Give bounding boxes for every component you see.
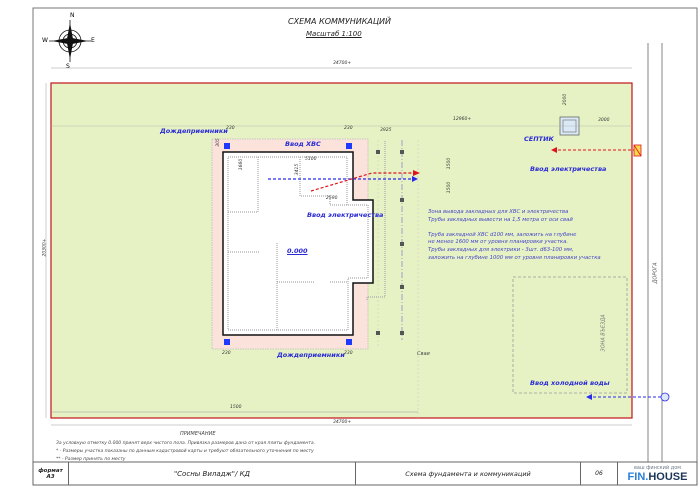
- dim-1500: 1500: [447, 157, 453, 170]
- dim-230: 230: [344, 351, 353, 356]
- label-rain-drains-top: Дождеприемники: [160, 127, 228, 135]
- compass-s: S: [66, 63, 70, 70]
- pipe-notes: Зона вывода закладных для ХВС и электрич…: [428, 209, 601, 261]
- label-water-inlet: Ввод ХВС: [285, 140, 321, 148]
- level-mark: 0.000: [287, 247, 308, 255]
- stamp-sheet-number: 06: [581, 462, 618, 485]
- label-entry-zone: ЗОНА ВЪЕЗДА: [600, 314, 607, 352]
- compass-rose-icon: [49, 20, 91, 62]
- dim-1500: 1500: [447, 181, 453, 194]
- compass-n: N: [70, 12, 75, 19]
- compass-e: E: [91, 37, 95, 44]
- label-septic: СЕПТИК: [524, 135, 554, 143]
- dim-230: 230: [222, 351, 231, 356]
- house-outline: [222, 151, 374, 336]
- dim-3415: 3415: [295, 163, 301, 176]
- compass-w: W: [42, 37, 48, 44]
- dim-5100: 5100: [305, 157, 317, 162]
- entry-zone: [512, 276, 628, 394]
- electric-pipe: [310, 172, 418, 192]
- dim-230: 230: [226, 126, 235, 131]
- brand-logo: ваш финский дом FIN.HOUSE: [627, 464, 688, 483]
- interior-walls: [227, 140, 386, 331]
- title-block: [32, 461, 698, 486]
- dim-bottom-1500: 1500: [230, 405, 242, 410]
- piles: [376, 150, 404, 335]
- dim-3925: 3925: [380, 128, 392, 133]
- dim-left-height: 20300+: [42, 238, 48, 257]
- page-title: СХЕМА КОММУНИКАЦИЙ: [288, 17, 392, 26]
- label-cold-water-inlet: Ввод холодной воды: [530, 379, 610, 387]
- scale-label: Масштаб 1:100: [306, 30, 362, 38]
- dim-septic-dist: 12960+: [453, 117, 472, 122]
- label-rain-drains-bottom: Дождеприемники: [277, 351, 345, 359]
- label-road: ДОРОГА: [652, 262, 659, 284]
- remark-lines: За условную отметку 0.000 принят верх чи…: [56, 441, 316, 462]
- dim-septic-top: 2000: [563, 93, 569, 106]
- label-piles: Сваи: [417, 351, 430, 357]
- dim-septic-right: 3000: [598, 118, 610, 123]
- remark-title: ПРИМЕЧАНИЕ: [180, 431, 216, 437]
- dim-bottom-width: 34700+: [333, 420, 352, 425]
- label-electric-inlet-right: Ввод электричества: [530, 165, 607, 173]
- dim-top-width: 34700+: [333, 61, 352, 66]
- rain-drains: [224, 143, 352, 345]
- dim-1660: 1660: [239, 158, 245, 171]
- label-electric-inlet: Ввод электричества: [307, 211, 384, 219]
- stamp-sheet-title: Схема фундамента и коммуникаций: [356, 462, 581, 485]
- stamp-project: "Сосны Виладж"/ КД: [69, 462, 356, 485]
- dim-305: 305: [215, 138, 221, 147]
- dim-230: 230: [344, 126, 353, 131]
- dim-2590: 2590: [326, 196, 338, 201]
